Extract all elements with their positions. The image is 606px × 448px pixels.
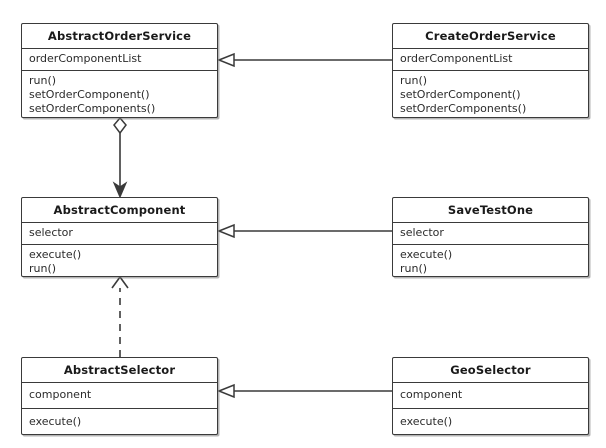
attribute-item: orderComponentList — [400, 52, 513, 65]
relationship-gen-save-test-one — [216, 223, 392, 239]
class-box-abstract-selector[interactable]: AbstractSelector component execute() — [21, 357, 218, 435]
operation-item: run() — [29, 262, 57, 275]
attribute-item: orderComponentList — [29, 52, 142, 65]
operation-item: run() — [29, 74, 57, 87]
attribute-item: selector — [29, 226, 73, 239]
class-name-geo-selector: GeoSelector — [393, 358, 588, 383]
class-operations-abstract-component: execute() run() — [22, 245, 217, 279]
class-attributes-abstract-component: selector — [22, 223, 217, 245]
class-box-create-order-service[interactable]: CreateOrderService orderComponentList ru… — [392, 23, 589, 118]
class-operations-geo-selector: execute() — [393, 409, 588, 432]
class-name-abstract-selector: AbstractSelector — [22, 358, 217, 383]
operation-item: execute() — [29, 248, 82, 261]
relationship-real-selector-component — [111, 275, 129, 357]
class-name-abstract-order-service: AbstractOrderService — [22, 24, 217, 49]
class-attributes-abstract-selector: component — [22, 383, 217, 409]
attribute-item: component — [29, 388, 92, 401]
class-operations-create-order-service: run() setOrderComponent() setOrderCompon… — [393, 71, 588, 119]
class-box-abstract-order-service[interactable]: AbstractOrderService orderComponentList … — [21, 23, 218, 118]
operation-item: setOrderComponents() — [29, 102, 156, 115]
class-operations-abstract-selector: execute() — [22, 409, 217, 432]
relationship-gen-geo-selector — [216, 383, 392, 399]
operation-item: setOrderComponent() — [400, 88, 521, 101]
class-box-abstract-component[interactable]: AbstractComponent selector execute() run… — [21, 197, 218, 277]
class-box-geo-selector[interactable]: GeoSelector component execute() — [392, 357, 589, 435]
class-attributes-geo-selector: component — [393, 383, 588, 409]
operation-item: execute() — [400, 248, 453, 261]
operation-item: setOrderComponents() — [400, 102, 527, 115]
operation-item: run() — [400, 74, 428, 87]
class-attributes-create-order-service: orderComponentList — [393, 49, 588, 71]
class-name-abstract-component: AbstractComponent — [22, 198, 217, 223]
operation-item: execute() — [400, 415, 453, 428]
class-operations-abstract-order-service: run() setOrderComponent() setOrderCompon… — [22, 71, 217, 119]
attribute-item: component — [400, 388, 463, 401]
attribute-item: selector — [400, 226, 444, 239]
relationship-agg-order-service-component — [112, 116, 128, 199]
class-name-save-test-one: SaveTestOne — [393, 198, 588, 223]
operation-item: setOrderComponent() — [29, 88, 150, 101]
operation-item: execute() — [29, 415, 82, 428]
class-box-save-test-one[interactable]: SaveTestOne selector execute() run() — [392, 197, 589, 277]
operation-item: run() — [400, 262, 428, 275]
relationship-gen-create-order-service — [216, 52, 392, 68]
class-operations-save-test-one: execute() run() — [393, 245, 588, 279]
class-attributes-abstract-order-service: orderComponentList — [22, 49, 217, 71]
class-name-create-order-service: CreateOrderService — [393, 24, 588, 49]
class-attributes-save-test-one: selector — [393, 223, 588, 245]
